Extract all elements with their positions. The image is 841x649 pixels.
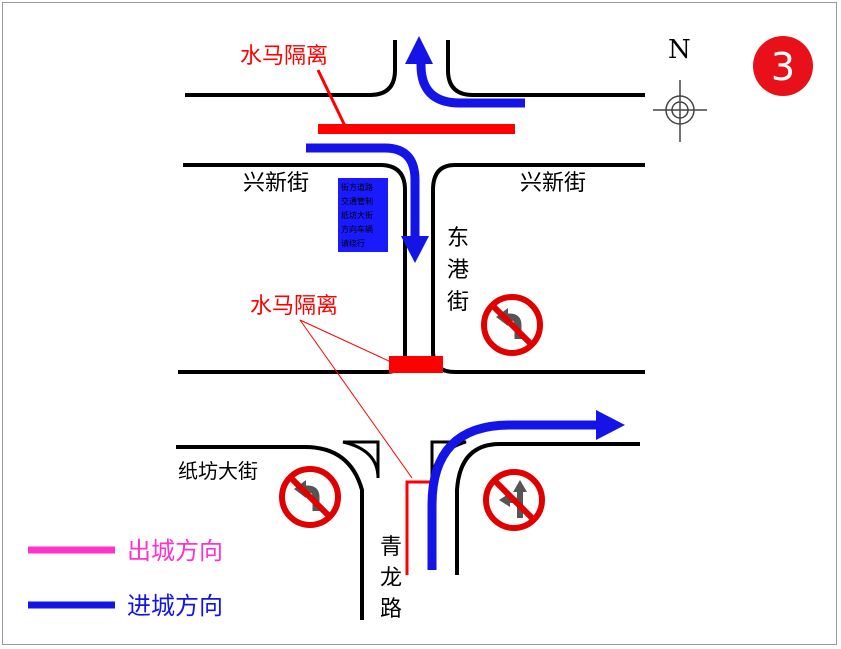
inbound-route-right xyxy=(427,420,598,570)
no-left-turn-sign-2 xyxy=(279,466,341,528)
street-xinxin-right: 兴新街 xyxy=(520,171,586,196)
mid-barrier-leader-2 xyxy=(299,319,413,479)
step-badge-number: 3 xyxy=(771,45,795,89)
street-donggang-char-1: 东 xyxy=(447,226,469,251)
legend-inbound-label: 进城方向 xyxy=(127,592,223,620)
notice-line-1: 街方道路 xyxy=(341,182,373,192)
compass-icon xyxy=(653,80,707,142)
left-traffic-island xyxy=(342,440,380,479)
notice-line-5: 请绕行 xyxy=(341,238,365,248)
inbound-route-down-arrowhead xyxy=(401,236,429,263)
street-qinglong-char-2: 龙 xyxy=(380,566,402,591)
lower-road-edges xyxy=(176,442,640,620)
mid-water-barrier xyxy=(389,356,443,373)
step-badge xyxy=(753,36,813,96)
street-donggang-char-2: 港 xyxy=(447,258,469,283)
traffic-notice-text: 街方道路 交通管制 纸坊大街 方向车辆 请绕行 xyxy=(341,182,373,248)
legend-outbound-label: 出城方向 xyxy=(127,537,223,565)
traffic-notice-box xyxy=(338,178,388,252)
street-donggang: 东 港 街 xyxy=(447,226,469,315)
notice-line-4: 方向车辆 xyxy=(341,224,373,234)
street-zhifang: 纸坊大街 xyxy=(178,459,258,483)
outbound-route-line xyxy=(405,480,432,575)
street-donggang-char-3: 街 xyxy=(447,290,469,315)
top-barrier-label: 水马隔离 xyxy=(240,44,328,69)
mid-barrier-leader-1 xyxy=(299,319,392,363)
street-qinglong-char-3: 路 xyxy=(380,597,402,622)
no-left-turn-sign xyxy=(481,294,543,356)
inbound-route-top xyxy=(416,58,525,108)
inbound-route-right-arrowhead xyxy=(596,410,625,440)
no-left-turn-straight-sign xyxy=(483,469,545,531)
street-qinglong: 青 龙 路 xyxy=(380,535,402,622)
top-water-barrier xyxy=(318,124,515,134)
street-qinglong-char-1: 青 xyxy=(380,535,402,560)
mid-barrier-label: 水马隔离 xyxy=(250,294,338,319)
top-barrier-leader xyxy=(316,69,347,127)
compass-north-label: N xyxy=(668,35,691,65)
notice-line-2: 交通管制 xyxy=(341,196,373,206)
inbound-route-down xyxy=(306,143,420,240)
notice-line-3: 纸坊大街 xyxy=(341,210,373,220)
inbound-route-top-arrowhead xyxy=(405,36,433,64)
street-xinxin-left: 兴新街 xyxy=(243,171,309,196)
